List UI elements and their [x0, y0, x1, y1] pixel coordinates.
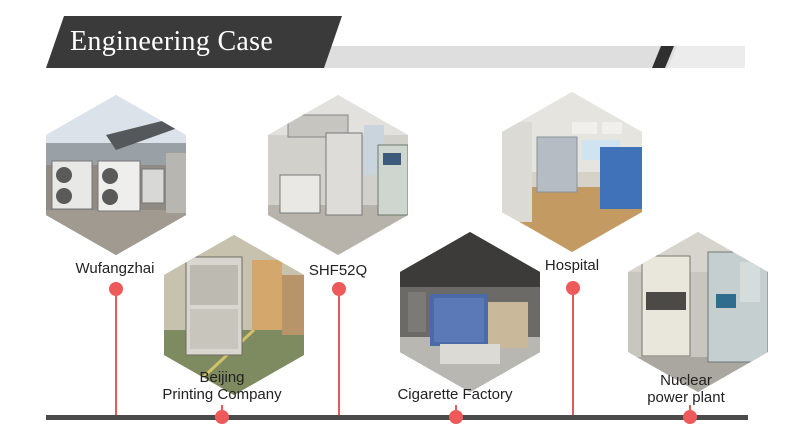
title-banner: [46, 16, 342, 68]
case-label-beijing: Beijing Printing Company: [147, 369, 297, 403]
case-label-wufangzhai: Wufangzhai: [65, 260, 165, 277]
connector-line-hospital: [572, 288, 574, 416]
case-label-line: Wufangzhai: [75, 260, 155, 277]
case-label-cigarette: Cigarette Factory: [380, 386, 530, 403]
timeline-bar: [46, 415, 748, 420]
case-label-nuclear: Nuclear power plant: [631, 372, 741, 406]
case-label-shf52q: SHF52Q: [298, 262, 378, 279]
case-photo-nuclear-power-plant: [628, 232, 768, 392]
case-photo-wufangzhai: [46, 95, 186, 255]
marker-dot-shf52q: [332, 282, 346, 296]
case-label-line: SHF52Q: [308, 262, 368, 279]
case-photo-hospital: [502, 92, 642, 252]
banner-tail-stripe: [668, 46, 745, 68]
timeline-dot-beijing: [215, 410, 229, 424]
case-label-line: Beijing: [199, 369, 245, 386]
case-label-line: Hospital: [544, 257, 600, 274]
banner-stripe: [300, 46, 745, 68]
marker-dot-hospital: [566, 281, 580, 295]
connector-line-shf52q: [338, 289, 340, 416]
timeline-dot-cigarette: [449, 410, 463, 424]
case-photo-shf52q: [268, 95, 408, 255]
connector-line-wufangzhai: [115, 289, 117, 416]
case-photo-cigarette-factory: [400, 232, 540, 392]
case-label-line: power plant: [647, 389, 725, 406]
case-label-line: Cigarette Factory: [397, 386, 513, 403]
marker-dot-wufangzhai: [109, 282, 123, 296]
timeline-dot-nuclear: [683, 410, 697, 424]
case-label-line: Nuclear: [660, 372, 712, 389]
case-label-line: Printing Company: [162, 386, 282, 403]
case-label-hospital: Hospital: [532, 257, 612, 274]
section-title: Engineering Case: [70, 26, 274, 57]
